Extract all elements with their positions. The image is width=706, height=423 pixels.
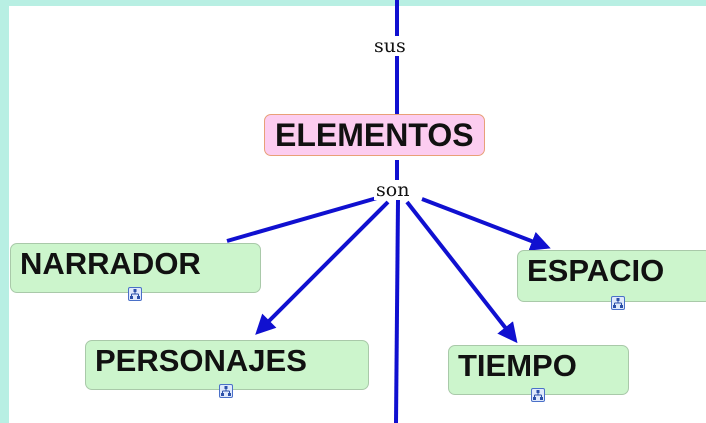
trunk-line-bottom: [394, 199, 400, 423]
link-word-son: son: [374, 179, 412, 201]
concept-tiempo-label: TIEMPO: [458, 348, 577, 383]
submap-icon[interactable]: [219, 384, 233, 398]
link-word-sus: sus: [372, 35, 408, 57]
concept-elementos[interactable]: ELEMENTOS: [264, 114, 485, 156]
concept-espacio[interactable]: ESPACIO: [517, 250, 706, 302]
concept-narrador[interactable]: NARRADOR: [10, 243, 261, 293]
submap-icon[interactable]: [128, 287, 142, 301]
link-personajes: [255, 200, 390, 335]
link-narrador: [226, 196, 378, 243]
concept-personajes-label: PERSONAJES: [95, 343, 307, 378]
link-tiempo: [405, 200, 518, 344]
link-espacio: [421, 197, 551, 251]
submap-icon[interactable]: [611, 296, 625, 310]
concept-personajes[interactable]: PERSONAJES: [85, 340, 369, 390]
concept-elementos-label: ELEMENTOS: [275, 117, 474, 153]
submap-icon[interactable]: [531, 388, 545, 402]
concept-espacio-label: ESPACIO: [527, 253, 665, 288]
concept-narrador-label: NARRADOR: [20, 246, 201, 281]
